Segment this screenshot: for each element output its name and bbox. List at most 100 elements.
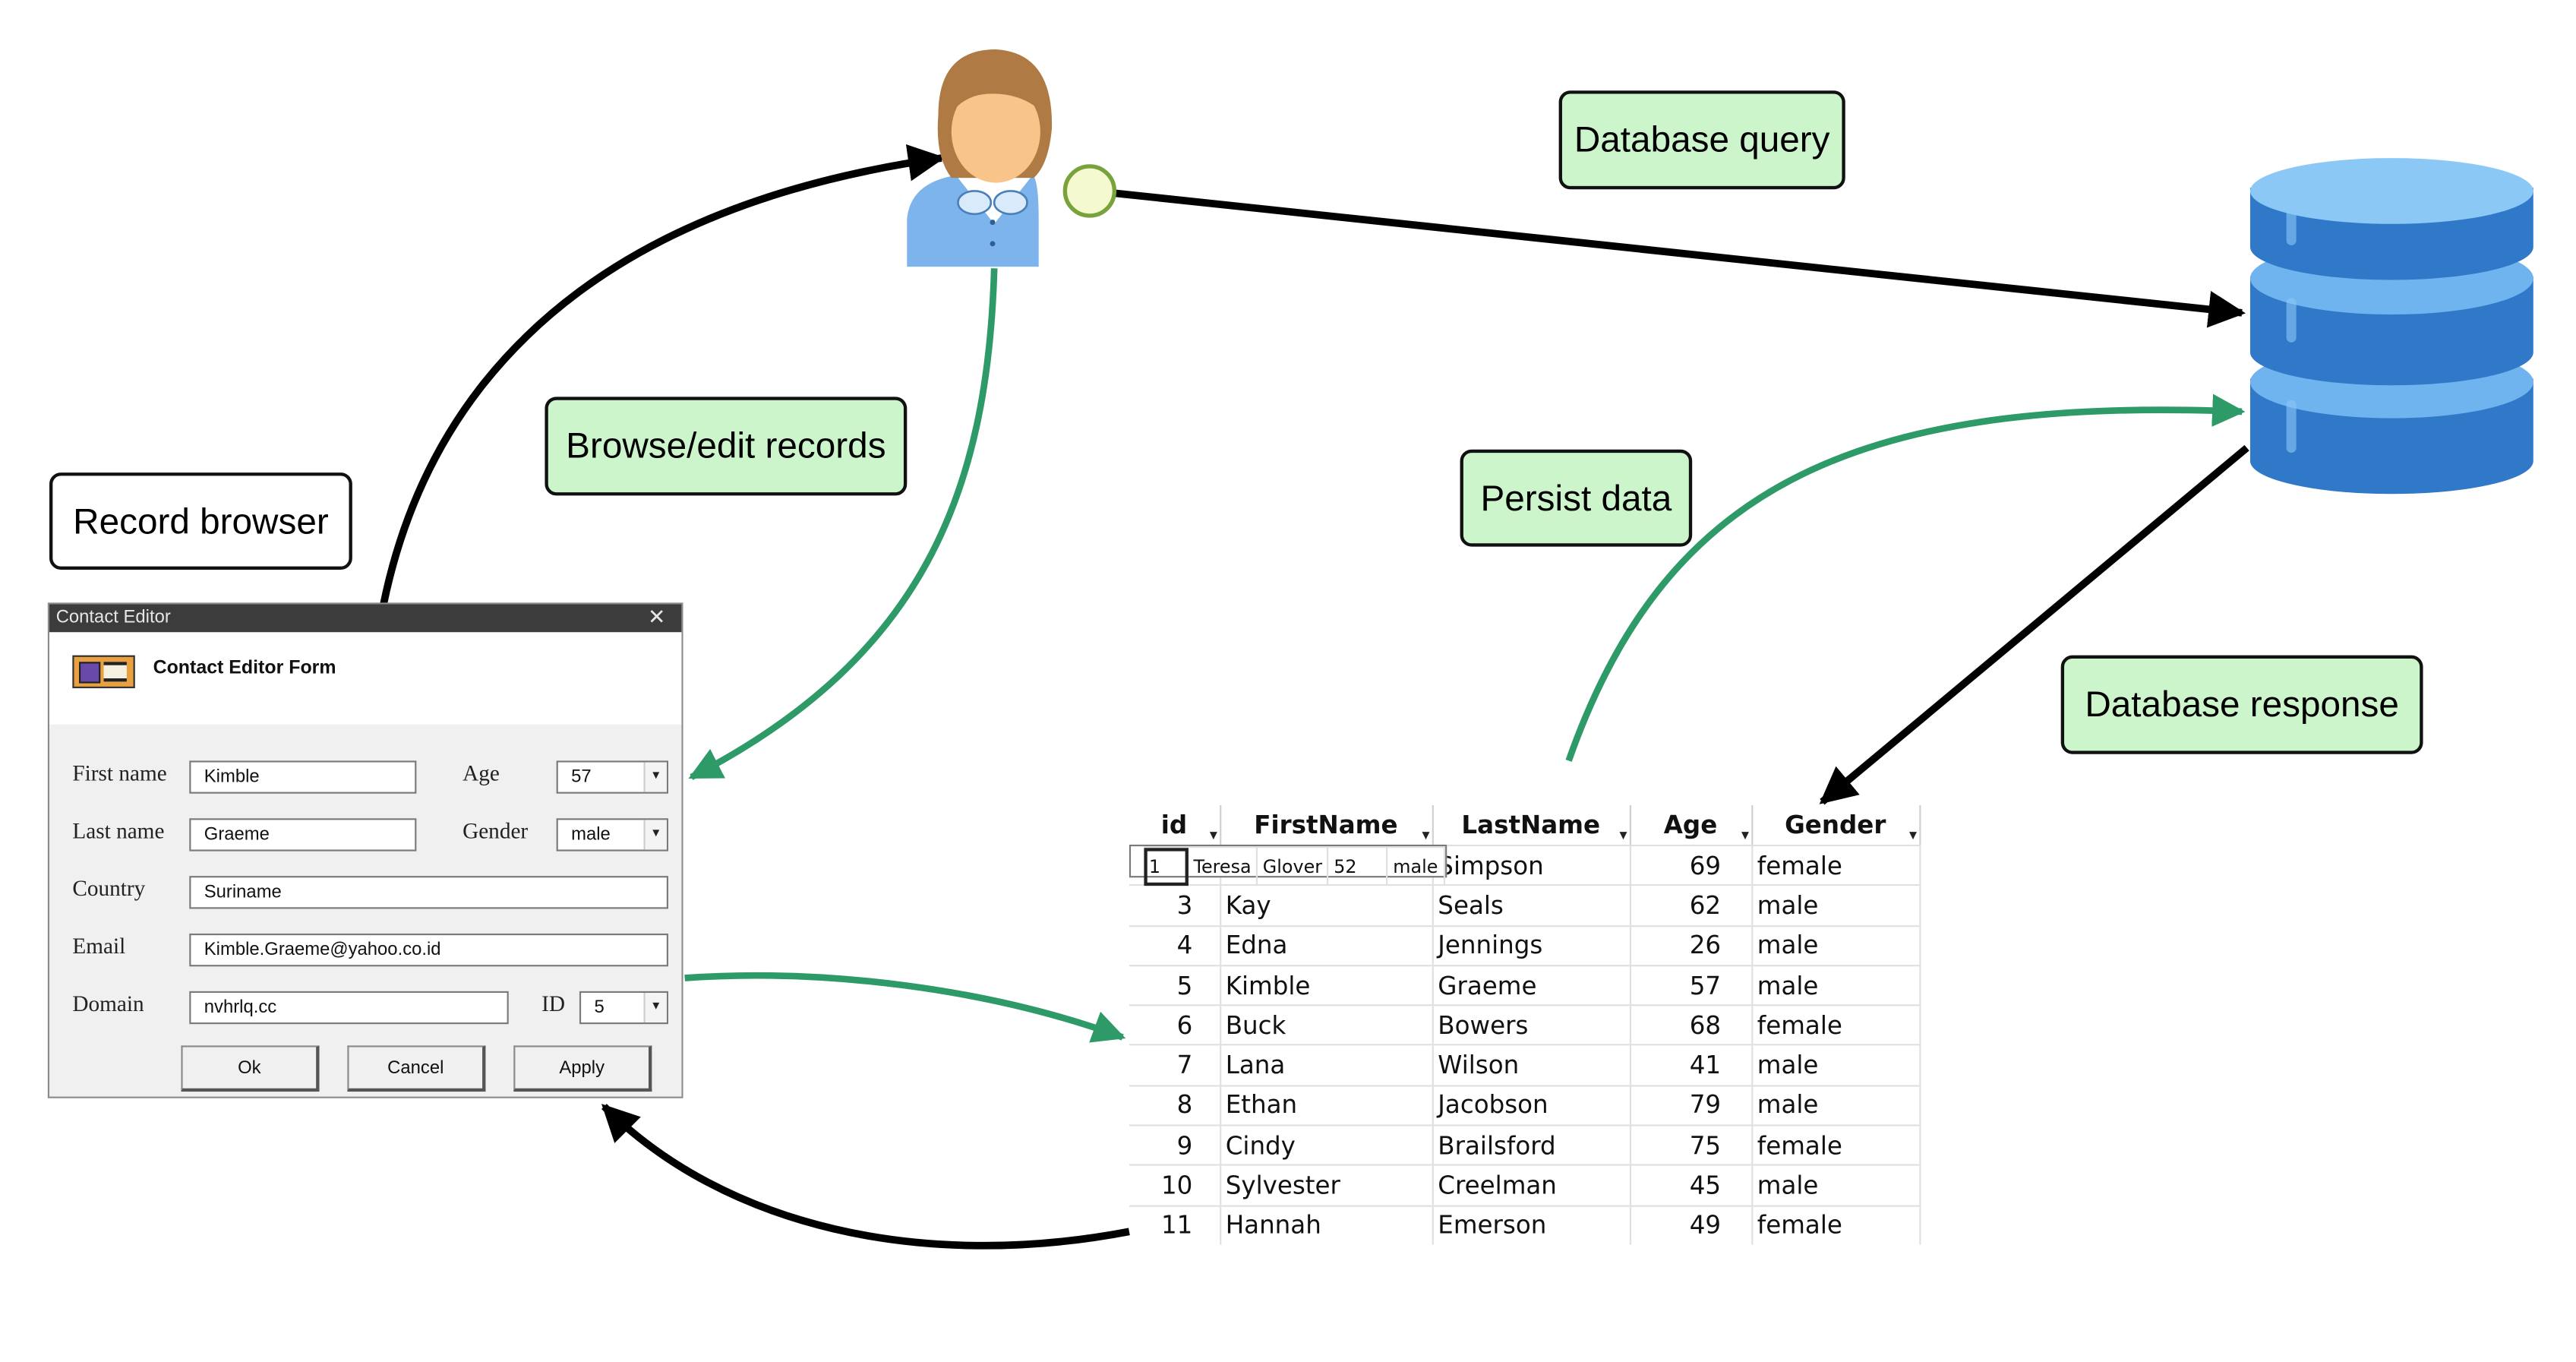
table-cell-age[interactable]: 62 — [1629, 884, 1753, 926]
table-cell-lastname[interactable]: Creelman — [1432, 1164, 1631, 1206]
table-cell-firstname[interactable]: Hannah — [1220, 1204, 1433, 1245]
form-header: Contact Editor Form — [49, 632, 682, 725]
table-cell-lastname[interactable]: Seals — [1432, 884, 1631, 926]
table-cell-firstname[interactable]: Kimble — [1220, 964, 1433, 1006]
table-cell-lastname[interactable]: Wilson — [1432, 1044, 1631, 1085]
gender-select[interactable]: male▼ — [556, 818, 669, 852]
table-cell-gender[interactable]: female — [1751, 844, 1921, 886]
table-cell-id[interactable]: 6 — [1129, 1004, 1221, 1046]
column-header-age[interactable]: Age▼ — [1629, 804, 1753, 845]
dropdown-arrow-icon[interactable]: ▼ — [643, 820, 667, 850]
column-header-id[interactable]: id▼ — [1129, 804, 1221, 845]
filter-dropdown-icon[interactable]: ▼ — [1741, 830, 1749, 842]
close-icon[interactable]: ✕ — [648, 604, 666, 629]
table-cell-age[interactable]: 45 — [1629, 1164, 1753, 1206]
table-cell-firstname[interactable]: Sylvester — [1220, 1164, 1433, 1206]
label-browse-edit-records: Browse/edit records — [545, 397, 908, 496]
domain-field[interactable]: nvhrlq.cc — [189, 991, 509, 1025]
apply-button[interactable]: Apply — [513, 1045, 652, 1092]
last-name-field[interactable]: Graeme — [189, 818, 417, 852]
form-body: First name Kimble Age 57▼ Last name Grae… — [49, 724, 682, 1097]
table-cell-id[interactable]: 10 — [1129, 1164, 1221, 1206]
table-cell-id[interactable]: 8 — [1129, 1084, 1221, 1126]
label-database-response: Database response — [2060, 655, 2423, 754]
table-cell-gender[interactable]: male — [1751, 884, 1921, 926]
filter-dropdown-icon[interactable]: ▼ — [1422, 830, 1430, 842]
table-cell-gender[interactable]: male — [1751, 1164, 1921, 1206]
table-cell-firstname[interactable]: Buck — [1220, 1004, 1433, 1046]
database-cylinder-icon — [2249, 158, 2533, 495]
cancel-button[interactable]: Cancel — [347, 1045, 486, 1092]
table-cell-gender[interactable]: male — [1751, 1084, 1921, 1126]
table-cell-gender[interactable]: male — [1751, 924, 1921, 966]
table-cell-firstname[interactable]: Cindy — [1220, 1124, 1433, 1166]
filter-dropdown-icon[interactable]: ▼ — [1619, 830, 1627, 842]
table-cell-lastname[interactable]: Glover — [1257, 846, 1329, 886]
table-cell-age[interactable]: 52 — [1327, 846, 1388, 886]
table-cell-age[interactable]: 79 — [1629, 1084, 1753, 1126]
first-name-field[interactable]: Kimble — [189, 760, 417, 794]
table-cell-id[interactable]: 7 — [1129, 1044, 1221, 1085]
window-titlebar[interactable]: Contact Editor ✕ — [49, 604, 682, 633]
country-label: Country — [72, 876, 146, 901]
table-cell-gender[interactable]: female — [1751, 1204, 1921, 1245]
country-field[interactable]: Suriname — [189, 876, 669, 909]
table-cell-id[interactable]: 3 — [1129, 884, 1221, 926]
table-cell-lastname[interactable]: Emerson — [1432, 1204, 1631, 1245]
email-field[interactable]: Kimble.Graeme@yahoo.co.id — [189, 933, 669, 967]
table-cell-gender[interactable]: female — [1751, 1004, 1921, 1046]
table-cell-age[interactable]: 41 — [1629, 1044, 1753, 1085]
table-cell-id[interactable]: 11 — [1129, 1204, 1221, 1245]
table-cell-gender[interactable]: male — [1751, 1044, 1921, 1085]
ok-button[interactable]: Ok — [181, 1045, 320, 1092]
filter-dropdown-icon[interactable]: ▼ — [1909, 830, 1918, 842]
table-cell-firstname[interactable]: Ethan — [1220, 1084, 1433, 1126]
table-cell-age[interactable]: 49 — [1629, 1204, 1753, 1245]
table-cell-gender[interactable]: male — [1751, 964, 1921, 1006]
column-header-lastname[interactable]: LastName▼ — [1432, 804, 1631, 845]
table-cell-gender[interactable]: female — [1751, 1124, 1921, 1166]
table-cell-age[interactable]: 69 — [1629, 844, 1753, 886]
table-cell-id[interactable]: 5 — [1129, 964, 1221, 1006]
connector-circle-icon — [1062, 164, 1117, 218]
table-cell-age[interactable]: 75 — [1629, 1124, 1753, 1166]
table-cell-id[interactable]: 9 — [1129, 1124, 1221, 1166]
dropdown-arrow-icon[interactable]: ▼ — [643, 762, 667, 792]
table-cell-lastname[interactable]: Jennings — [1432, 924, 1631, 966]
table-cell-firstname[interactable]: Kay — [1220, 884, 1433, 926]
table-cell-gender[interactable]: male — [1387, 846, 1445, 886]
table-cell-age[interactable]: 57 — [1629, 964, 1753, 1006]
table-cell-lastname[interactable]: Graeme — [1432, 964, 1631, 1006]
arrow-dialog-to-table — [684, 972, 1126, 1043]
table-cell-firstname[interactable]: Lana — [1220, 1044, 1433, 1085]
table-cell-firstname[interactable]: Teresa — [1187, 846, 1258, 886]
filter-dropdown-icon[interactable]: ▼ — [1209, 830, 1217, 842]
table-cell-lastname[interactable]: Jacobson — [1432, 1084, 1631, 1126]
label-record-browser: Record browser — [49, 472, 352, 570]
table-cell-age[interactable]: 26 — [1629, 924, 1753, 966]
table-cell-id[interactable]: 4 — [1129, 924, 1221, 966]
table-cell-lastname[interactable]: Bowers — [1432, 1004, 1631, 1046]
table-cell-firstname[interactable]: Edna — [1220, 924, 1433, 966]
dropdown-arrow-icon[interactable]: ▼ — [643, 993, 667, 1023]
column-header-gender[interactable]: Gender▼ — [1751, 804, 1921, 845]
table-cell-age[interactable]: 68 — [1629, 1004, 1753, 1046]
table-cell-lastname[interactable]: Simpson — [1432, 844, 1631, 886]
column-header-firstname[interactable]: FirstName▼ — [1220, 804, 1433, 845]
table-cell-lastname[interactable]: Brailsford — [1432, 1124, 1631, 1166]
contact-card-icon — [72, 655, 135, 689]
age-select[interactable]: 57▼ — [556, 760, 669, 794]
user-avatar-icon — [907, 49, 1053, 267]
id-select[interactable]: 5▼ — [579, 991, 669, 1025]
table-cell-id[interactable]: 1 — [1144, 846, 1189, 886]
